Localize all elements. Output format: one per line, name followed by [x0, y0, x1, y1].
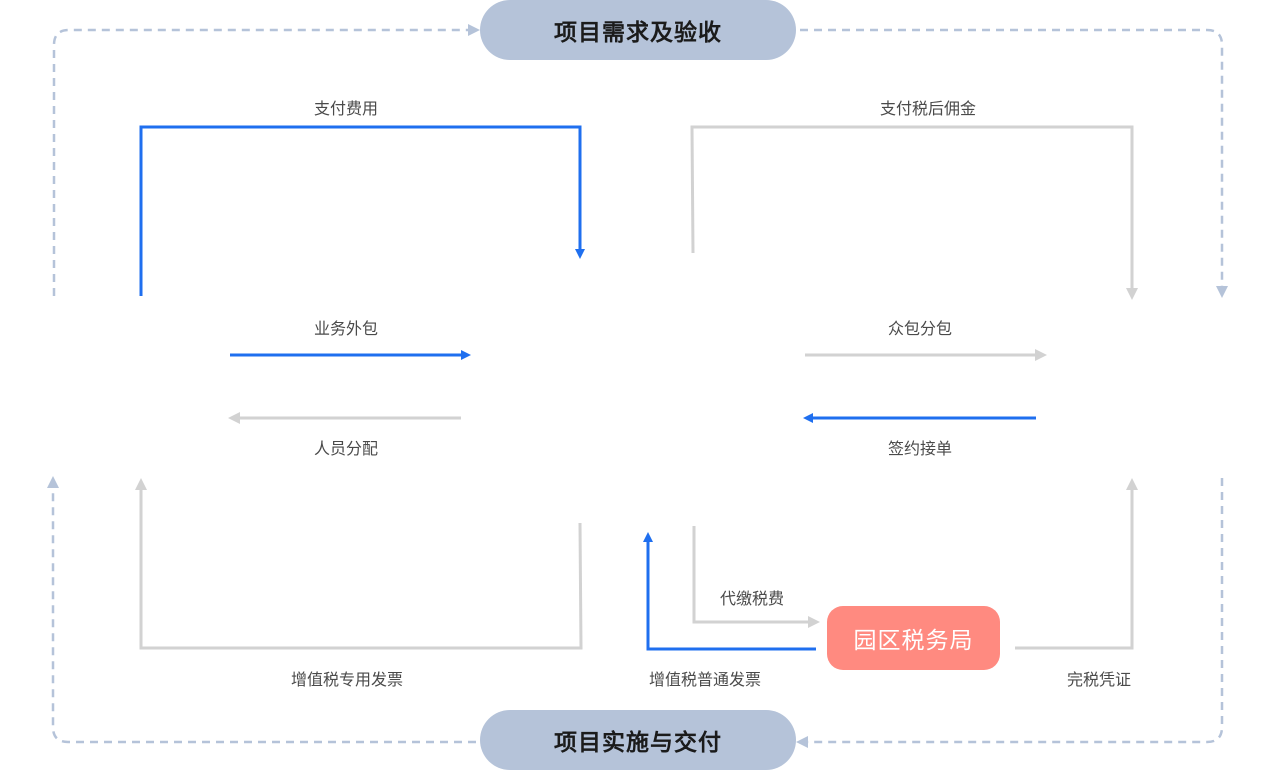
flow-label-crowdsourcing-subcontract: 众包分包: [887, 319, 953, 338]
loop-top-left-connector: [52, 24, 480, 296]
loop-top-right-connector: [800, 28, 1228, 298]
flow-label-tax-completion-certificate: 完税凭证: [1066, 670, 1132, 689]
flow-vat-general-invoice-arrow: [643, 532, 816, 651]
flow-label-vat-general-invoice: 增值税普通发票: [648, 670, 762, 689]
tax-bureau-node: 园区税务局: [827, 606, 1000, 670]
flow-label-withhold-tax: 代缴税费: [719, 589, 785, 608]
stage-bottom-label: 项目实施与交付: [554, 730, 722, 756]
flow-label-pay-after-tax-commission: 支付税后佣金: [879, 99, 977, 118]
stage-top-label: 项目需求及验收: [554, 20, 722, 46]
flow-pay-after-tax-commission-arrow: [690, 125, 1138, 300]
flow-vat-special-invoice-arrow: [135, 478, 583, 650]
tax-bureau-label: 园区税务局: [853, 628, 974, 654]
stage-project-requirements-acceptance: 项目需求及验收: [480, 0, 796, 60]
loop-bottom-left-connector: [47, 476, 476, 744]
flow-tax-completion-certificate-arrow: [1015, 478, 1138, 650]
flow-label-vat-special-invoice: 增值税专用发票: [290, 670, 404, 689]
stage-project-implementation-delivery: 项目实施与交付: [480, 710, 796, 770]
flow-withhold-tax-arrow: [692, 526, 820, 628]
loop-bottom-right-connector: [796, 478, 1224, 748]
flow-label-business-outsourcing: 业务外包: [313, 319, 379, 338]
flow-label-pay-fee: 支付费用: [313, 99, 379, 118]
flow-pay-fee-arrow: [139, 125, 585, 296]
flow-label-sign-accept-order: 签约接单: [887, 439, 953, 458]
flow-label-staff-allocation: 人员分配: [313, 439, 379, 458]
